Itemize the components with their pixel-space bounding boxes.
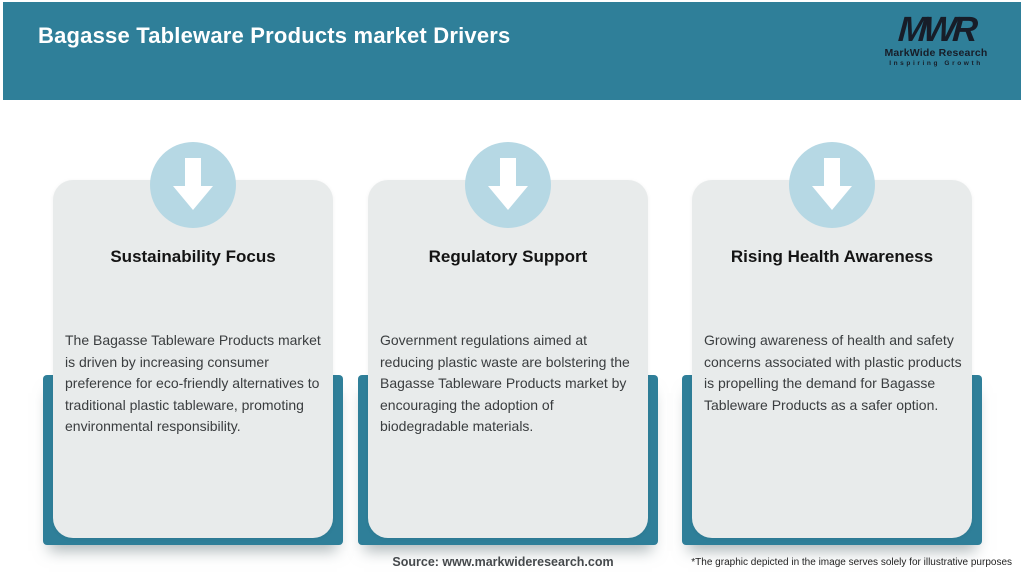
header-bar: Bagasse Tableware Products market Driver… — [3, 2, 1021, 100]
card-panel — [692, 180, 972, 538]
logo-name: MarkWide Research — [884, 46, 988, 59]
driver-card-sustainability: Sustainability Focus The Bagasse Tablewa… — [43, 0, 343, 576]
driver-card-regulatory: Regulatory Support Government regulation… — [358, 0, 658, 576]
card-body-text: The Bagasse Tableware Products market is… — [65, 332, 321, 434]
down-arrow-icon — [465, 142, 551, 228]
card-title: Rising Health Awareness — [730, 247, 934, 266]
card-title: Regulatory Support — [428, 247, 588, 266]
driver-card-health: Rising Health Awareness Growing awarenes… — [682, 0, 982, 576]
logo-tagline: Inspiring Growth — [889, 59, 983, 67]
card-body-text: Growing awareness of health and safety c… — [704, 332, 962, 413]
card-panel — [368, 180, 648, 538]
down-arrow-icon — [789, 142, 875, 228]
disclaimer-text: *The graphic depicted in the image serve… — [691, 557, 1012, 568]
card-title: Sustainability Focus — [110, 247, 276, 266]
card-body-text: Government regulations aimed at reducing… — [380, 332, 630, 434]
source-text: Source: www.markwideresearch.com — [392, 555, 614, 569]
page-title: Bagasse Tableware Products market Driver… — [38, 23, 511, 48]
down-arrow-icon — [150, 142, 236, 228]
card-panel — [53, 180, 333, 538]
markwide-research-logo: MWR MarkWide Research Inspiring Growth — [881, 10, 991, 67]
